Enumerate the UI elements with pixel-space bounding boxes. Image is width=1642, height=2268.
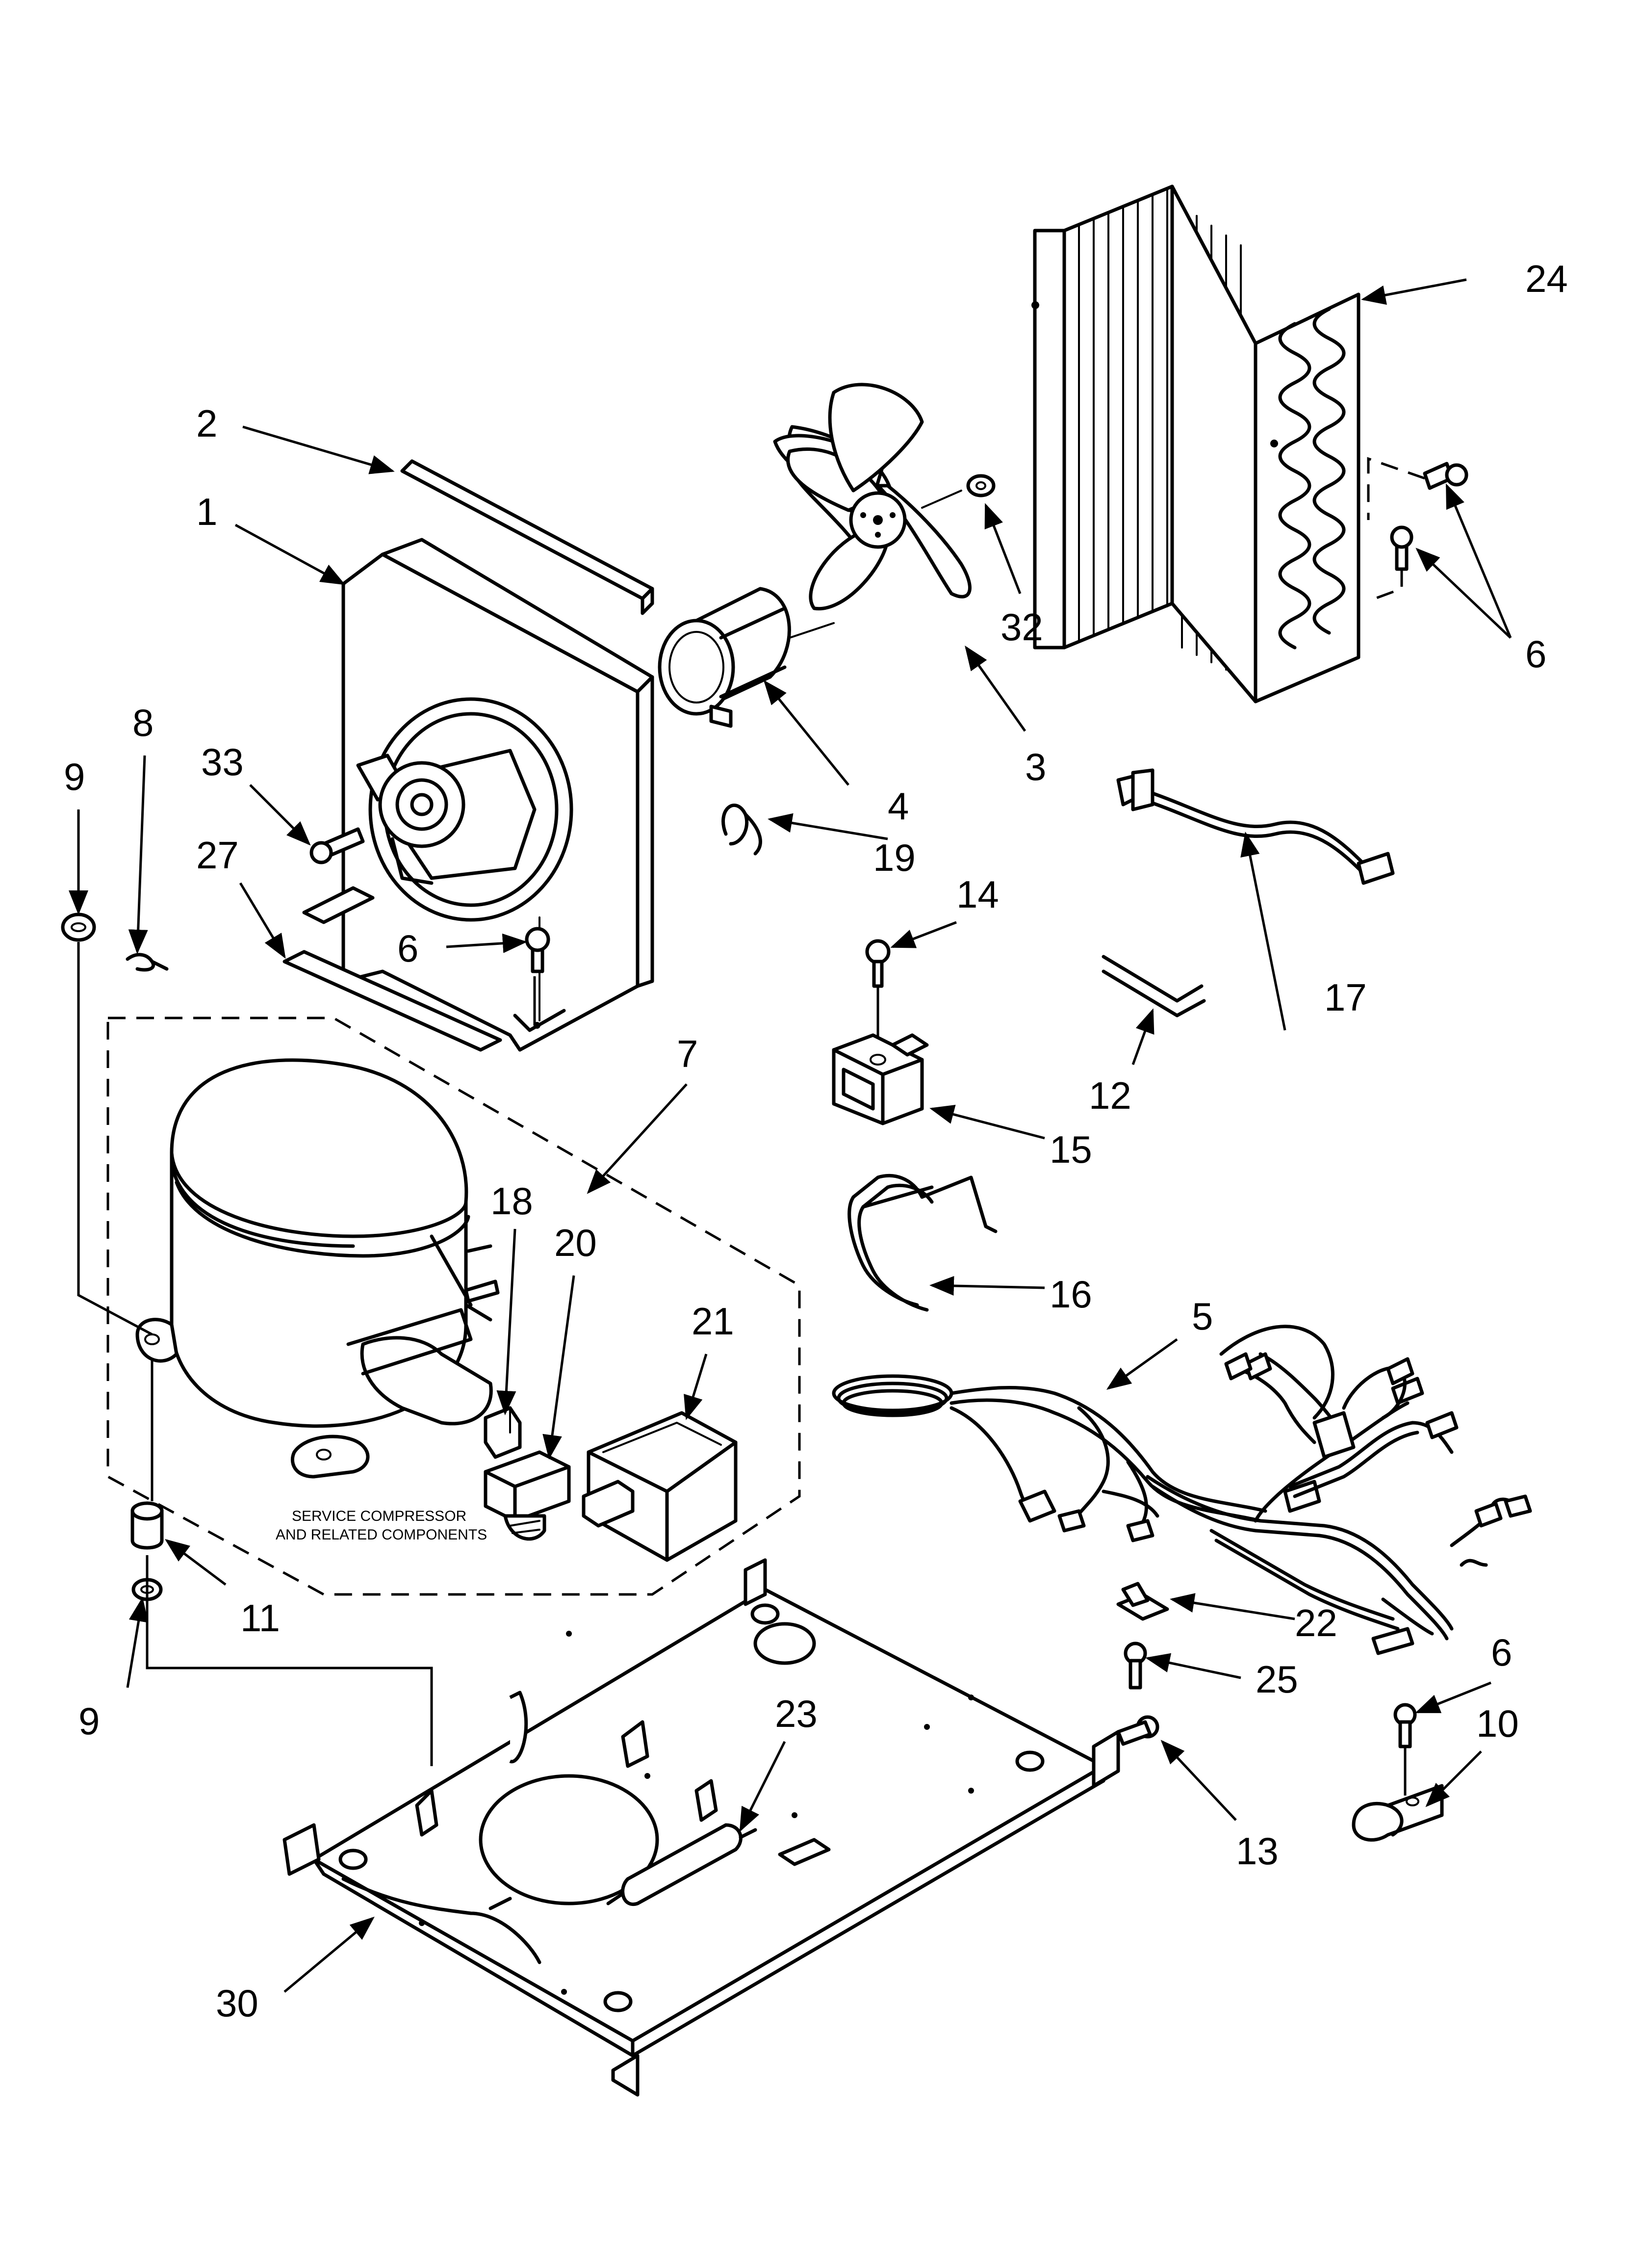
clip-screw	[1124, 1642, 1147, 1690]
shroud-screws	[309, 827, 550, 973]
callout-14: 14	[956, 873, 999, 916]
leader-arrows	[69, 278, 1512, 1993]
main-wire-harness	[832, 1325, 1532, 1655]
callout-6-shroud: 6	[397, 927, 418, 970]
foam-strip	[400, 459, 654, 615]
overload-protector	[484, 1406, 522, 1459]
callout-5: 5	[1192, 1295, 1213, 1338]
solenoid-coil	[832, 939, 929, 1125]
grommets	[61, 912, 164, 1601]
callout-25: 25	[1256, 1658, 1298, 1701]
callout-27: 27	[196, 834, 239, 877]
callout-17: 17	[1324, 976, 1367, 1019]
callout-33: 33	[201, 740, 244, 783]
callout-4: 4	[888, 784, 909, 828]
condenser-screws	[1367, 457, 1468, 602]
callout-22: 22	[1295, 1601, 1337, 1644]
callout-18: 18	[490, 1179, 533, 1223]
base-screw	[1116, 1715, 1159, 1746]
fan-motor	[658, 587, 835, 728]
condenser-coil	[1031, 184, 1360, 704]
callout-24: 24	[1525, 257, 1568, 300]
harness-clip	[1116, 1582, 1169, 1621]
callout-19: 19	[873, 836, 916, 879]
service-kit-boundary	[106, 1017, 801, 1596]
callout-30: 30	[216, 1981, 258, 2025]
callout-6-clamp: 6	[1491, 1631, 1512, 1674]
callout-2: 2	[196, 402, 217, 445]
callout-labels: 2 1 3 4 5 6 6 6 7 8 9 9 10 11 12 13 14 1…	[64, 257, 1568, 2025]
wire-harness-short	[1116, 768, 1395, 885]
relay-cover	[582, 1411, 738, 1562]
callout-21: 21	[692, 1300, 734, 1343]
callout-3: 3	[1025, 745, 1046, 788]
callout-11: 11	[240, 1596, 280, 1640]
callout-32: 32	[1001, 605, 1043, 649]
compressor	[135, 1058, 500, 1479]
callout-16: 16	[1050, 1273, 1092, 1316]
callout-13: 13	[1236, 1829, 1279, 1873]
callout-9-bottom: 9	[78, 1699, 100, 1743]
callout-1: 1	[196, 490, 217, 533]
callout-7: 7	[677, 1032, 698, 1075]
fan-washer	[966, 474, 996, 497]
callout-9-top: 9	[64, 755, 85, 798]
start-relay	[484, 1450, 571, 1541]
callout-15: 15	[1050, 1128, 1092, 1171]
callout-23: 23	[775, 1692, 818, 1735]
cotter-pin	[126, 953, 169, 972]
base-pan	[282, 1558, 1120, 2097]
callout-20: 20	[554, 1221, 597, 1264]
service-note-line-1: SERVICE COMPRESSOR	[292, 1508, 466, 1524]
drain-tube	[1102, 955, 1206, 1017]
service-note-line-2: AND RELATED COMPONENTS	[276, 1527, 487, 1543]
tube-clamp	[1352, 1784, 1444, 1842]
wire-clip	[721, 804, 762, 856]
fan-blade	[773, 383, 972, 611]
insulation-pad	[282, 950, 502, 1052]
fan-shroud	[302, 538, 654, 1052]
callout-10: 10	[1476, 1702, 1519, 1745]
callout-6-condenser: 6	[1525, 632, 1546, 676]
solenoid-bracket	[847, 1173, 998, 1312]
callout-8: 8	[132, 701, 154, 744]
filter-drier	[606, 1823, 757, 1906]
callout-12: 12	[1089, 1074, 1131, 1117]
clamp-screw	[1393, 1703, 1417, 1748]
